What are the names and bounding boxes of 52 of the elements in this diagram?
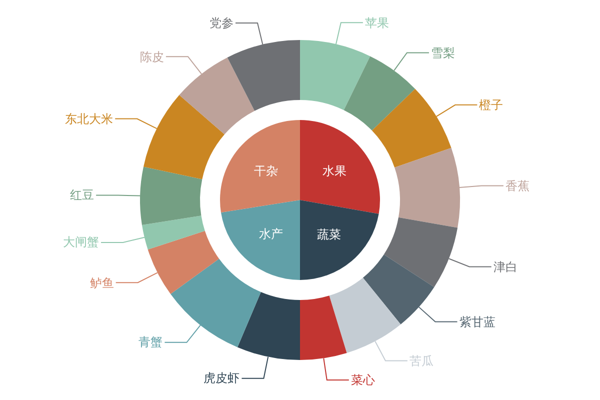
leader-line xyxy=(336,22,364,45)
slice-label: 津白 xyxy=(491,260,520,274)
slice-label: 苦瓜 xyxy=(407,354,436,368)
slice-label: 大闸蟹 xyxy=(61,235,102,250)
slice-label: 虎皮虾 xyxy=(202,371,242,386)
leader-line xyxy=(115,272,158,284)
slice-label: 苹果 xyxy=(362,16,391,30)
donut-slice xyxy=(362,254,434,324)
leader-line xyxy=(448,258,492,268)
donut-slice xyxy=(384,217,458,288)
slice-label: 红豆 xyxy=(68,188,96,202)
donut-slice xyxy=(140,166,202,226)
slice-label: 青蟹 xyxy=(136,335,165,350)
donut-slice xyxy=(148,230,220,294)
pie-slice: 水产 xyxy=(220,200,300,280)
leader-line xyxy=(436,104,478,117)
leader-line xyxy=(394,52,430,72)
leader-line xyxy=(235,22,264,45)
donut-slice xyxy=(329,278,401,353)
donut-slice xyxy=(300,40,370,110)
donut-slice xyxy=(142,216,205,250)
leader-line xyxy=(241,356,269,379)
leader-line xyxy=(164,324,201,343)
donut-slice xyxy=(394,148,460,228)
slice-label: 菜心 xyxy=(348,373,377,387)
leader-line xyxy=(459,185,504,188)
slice-label: 紫甘蓝 xyxy=(457,314,498,329)
donut-slice xyxy=(227,40,300,111)
pie-slice: 蔬菜 xyxy=(300,200,379,280)
leader-line xyxy=(323,358,350,380)
leader-line xyxy=(96,194,141,196)
leader-line xyxy=(114,118,158,130)
donut-slice xyxy=(344,56,416,131)
donut-slice xyxy=(300,296,347,360)
slice-label: 党参 xyxy=(208,16,236,30)
leader-line xyxy=(165,56,202,74)
slice-label: 东北大米 xyxy=(63,112,116,126)
slice-label: 橙子 xyxy=(477,98,506,112)
donut-slice xyxy=(144,95,225,180)
donut-slice xyxy=(179,57,255,134)
donut-slice xyxy=(237,292,300,360)
slice-label: 香蕉 xyxy=(503,178,532,193)
donut-slice xyxy=(170,258,261,348)
pie-slice: 干杂 xyxy=(220,120,300,213)
leader-line xyxy=(374,340,408,362)
slice-label: 鲈鱼 xyxy=(88,276,116,290)
donut-slice xyxy=(372,88,452,168)
leader-line xyxy=(100,236,145,243)
pie-slice: 水果 xyxy=(300,120,380,214)
slice-label: 雪梨 xyxy=(428,46,457,60)
slice-label: 陈皮 xyxy=(138,50,166,64)
leader-line xyxy=(418,306,458,322)
